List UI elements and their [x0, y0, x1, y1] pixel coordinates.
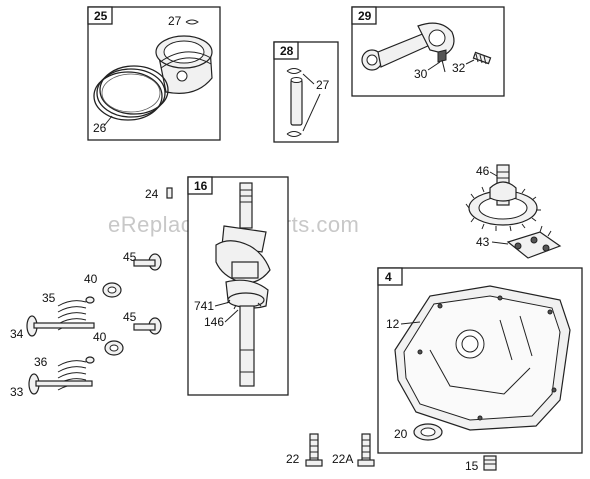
- tappet-lower-illustration: [133, 317, 162, 335]
- callout-40-top: 40: [84, 272, 98, 286]
- piston-illustration: [155, 19, 213, 94]
- governor-illustration: [506, 225, 562, 259]
- callout-12: 12: [386, 317, 400, 331]
- callout-22: 22: [286, 452, 300, 466]
- retainer-upper-illustration: [102, 282, 122, 298]
- callout-27-top: 27: [168, 14, 182, 28]
- callout-34: 34: [10, 327, 24, 341]
- callout-24: 24: [145, 187, 159, 201]
- callout-30: 30: [414, 67, 428, 81]
- box-29-label: 29: [358, 9, 372, 23]
- wrist-pin-illustration: [286, 68, 303, 137]
- valve-spring-upper-illustration: [57, 296, 95, 331]
- callout-45-bottom: 45: [123, 310, 137, 324]
- box-28-label: 28: [280, 44, 294, 58]
- piston-rings: [93, 65, 169, 121]
- callout-32: 32: [452, 61, 466, 75]
- connecting-rod-illustration: [361, 22, 492, 73]
- box-16-label: 16: [194, 179, 208, 193]
- callout-15: 15: [465, 459, 479, 473]
- callout-741: 741: [194, 299, 214, 313]
- crankcase-sump-illustration: [394, 285, 571, 431]
- callout-43: 43: [476, 235, 490, 249]
- crankshaft-illustration: [215, 182, 271, 387]
- callout-45-top: 45: [123, 250, 137, 264]
- callout-20: 20: [394, 427, 408, 441]
- callout-146: 146: [204, 315, 224, 329]
- retainer-lower-illustration: [104, 340, 124, 356]
- bolt-22a-illustration: [357, 433, 375, 467]
- crank-key-illustration: [166, 187, 173, 199]
- box-28: 28: [273, 41, 339, 143]
- callout-26: 26: [93, 121, 107, 135]
- callout-22a: 22A: [332, 452, 353, 466]
- camshaft-gear-illustration: [465, 164, 541, 232]
- box-4-label: 4: [385, 270, 392, 284]
- bolt-22-illustration: [305, 433, 323, 467]
- valve-upper-illustration: [26, 315, 95, 337]
- callout-27-pin: 27: [316, 78, 330, 92]
- callout-35: 35: [42, 291, 56, 305]
- valve-lower-illustration: [28, 373, 93, 395]
- oil-seal-illustration: [413, 423, 443, 441]
- box-25-label: 25: [94, 9, 108, 23]
- callout-46: 46: [476, 164, 490, 178]
- callout-40-bottom: 40: [93, 330, 107, 344]
- callout-36: 36: [34, 355, 48, 369]
- callout-33: 33: [10, 385, 24, 399]
- drain-plug-illustration: [483, 455, 497, 471]
- valve-spring-lower-illustration: [57, 356, 95, 391]
- tappet-upper-illustration: [133, 253, 162, 271]
